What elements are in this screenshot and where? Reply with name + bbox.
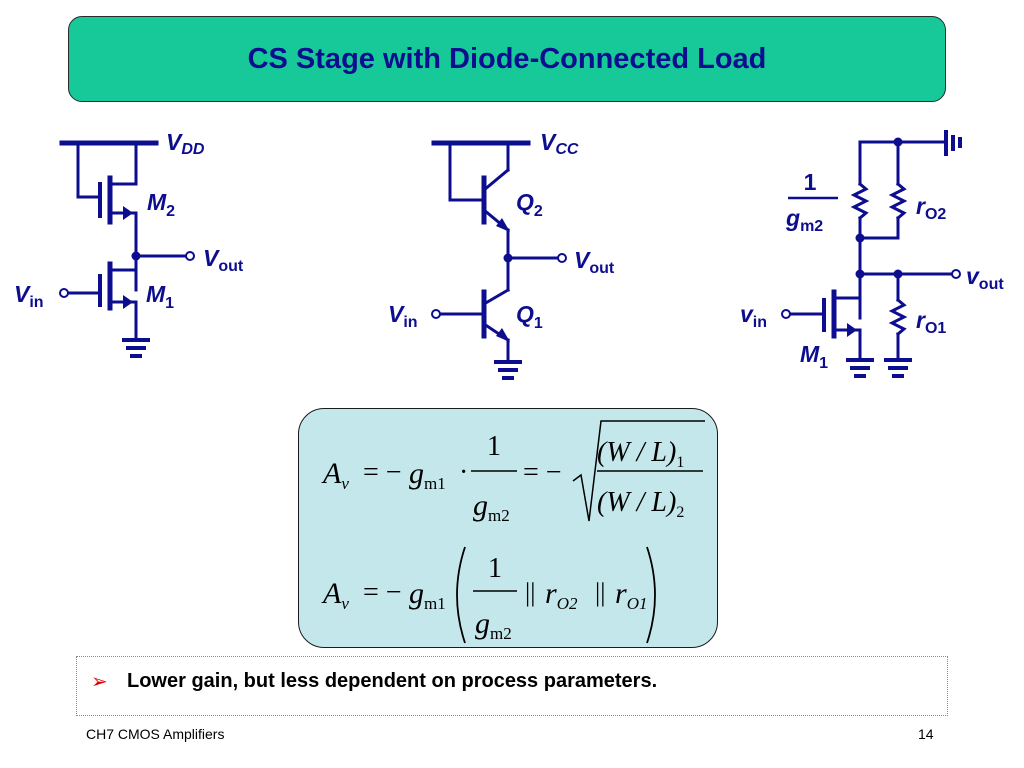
svg-text:||: ||	[595, 578, 605, 607]
bjt-vout-label: V	[574, 247, 591, 273]
bjt-vin-label: V	[388, 301, 405, 327]
svg-text:vin: vin	[740, 301, 767, 331]
svg-text:vout: vout	[966, 263, 1004, 293]
ss-frac-num: 1	[804, 169, 817, 195]
svg-text:(W / L)1: (W / L)1	[597, 437, 684, 471]
page-number: 14	[918, 726, 934, 742]
ss-ro2-label: r	[916, 193, 926, 219]
ro2-resistor	[888, 181, 908, 221]
svg-text:rO2: rO2	[916, 193, 946, 223]
svg-text:Av: Av	[321, 457, 349, 493]
svg-text:rO1: rO1	[916, 307, 946, 337]
cmos-ground-icon	[122, 338, 150, 358]
ss-vout-label: v	[966, 263, 980, 289]
gain-equation-1: Av = − gm1 · 1 gm2 = − (W / L)1 (W / L)2	[321, 420, 705, 525]
svg-text:1: 1	[488, 553, 502, 584]
svg-text:= −: = −	[363, 577, 402, 608]
bjt-vcc-label: V	[540, 129, 557, 155]
svg-text:gm2: gm2	[785, 205, 823, 235]
svg-text:gm1: gm1	[409, 577, 446, 613]
svg-text:gm1: gm1	[409, 457, 446, 493]
svg-text:Vin: Vin	[14, 281, 44, 311]
bjt-ground-icon	[494, 360, 522, 380]
svg-text:gm2: gm2	[473, 489, 510, 525]
svg-text:Vout: Vout	[203, 245, 244, 275]
svg-text:gm2: gm2	[475, 607, 512, 643]
bjt-labels: VCC Q2 Vout Vin Q1	[388, 129, 615, 332]
svg-text:VCC: VCC	[540, 129, 579, 158]
bjt-q2-label: Q	[516, 189, 534, 215]
svg-text:= −: = −	[363, 457, 402, 488]
svg-text:·: ·	[459, 457, 468, 488]
bullet-text: Lower gain, but less dependent on proces…	[127, 670, 658, 692]
equations-svg: Av = − gm1 · 1 gm2 = − (W / L)1 (W / L)2…	[321, 420, 705, 644]
ss-ground-icon-2	[884, 358, 912, 378]
ro1-resistor	[888, 297, 908, 337]
svg-text:(W / L)2: (W / L)2	[597, 487, 684, 521]
svg-text:rO2: rO2	[545, 577, 578, 613]
svg-text:= −: = −	[523, 457, 562, 488]
gain-equation-2: Av = − gm1 1 gm2 || rO2 || rO1	[321, 546, 656, 644]
ss-ro1-label: r	[916, 307, 926, 333]
slide-title: CS Stage with Diode-Connected Load	[247, 42, 767, 75]
svg-text:M1: M1	[146, 281, 174, 312]
gm2-resistor	[850, 181, 870, 221]
bjt-q1-label: Q	[516, 301, 534, 327]
bjt-output-terminal	[557, 253, 567, 263]
smallsignal-labels: 1 gm2 rO2 vout vin rO1 M1	[740, 169, 1004, 372]
footer-chapter: CH7 CMOS Amplifiers	[86, 726, 225, 742]
cmos-m2-label: M	[147, 189, 167, 215]
ss-ground-icon-1	[846, 358, 874, 378]
bjt-circuit	[431, 140, 567, 380]
svg-text:Q2: Q2	[516, 189, 543, 220]
bullet-arrow-icon: ➢	[91, 671, 108, 693]
ss-output-terminal	[951, 269, 961, 279]
cmos-labels: VDD M2 Vout Vin M1	[14, 129, 244, 312]
smallsignal-circuit	[781, 130, 962, 378]
cmos-vin-label: V	[14, 281, 31, 307]
svg-text:Av: Av	[321, 577, 349, 613]
cmos-vout-label: V	[203, 245, 220, 271]
bjt-input-terminal	[431, 309, 441, 319]
svg-text:Vout: Vout	[574, 247, 615, 277]
cmos-circuit	[59, 140, 195, 358]
svg-text:Vin: Vin	[388, 301, 418, 331]
svg-text:M2: M2	[147, 189, 175, 220]
cmos-input-terminal	[59, 288, 69, 298]
svg-text:Q1: Q1	[516, 301, 543, 332]
equation-box: Av = − gm1 · 1 gm2 = − (W / L)1 (W / L)2…	[298, 408, 718, 648]
cmos-output-terminal	[185, 251, 195, 261]
svg-text:rO1: rO1	[615, 577, 647, 613]
cmos-vdd-label: V	[166, 129, 183, 155]
ss-input-terminal	[781, 309, 791, 319]
bullet-box: ➢ Lower gain, but less dependent on proc…	[76, 656, 948, 716]
ss-frac-den: g	[785, 205, 800, 231]
svg-text:1: 1	[487, 431, 501, 462]
ss-vin-label: v	[740, 301, 754, 327]
svg-text:M1: M1	[800, 341, 828, 372]
title-banner: CS Stage with Diode-Connected Load	[68, 16, 946, 102]
cmos-m1-label: M	[146, 281, 166, 307]
ss-m1-label: M	[800, 341, 820, 367]
svg-text:||: ||	[525, 578, 535, 607]
svg-text:VDD: VDD	[166, 129, 205, 158]
